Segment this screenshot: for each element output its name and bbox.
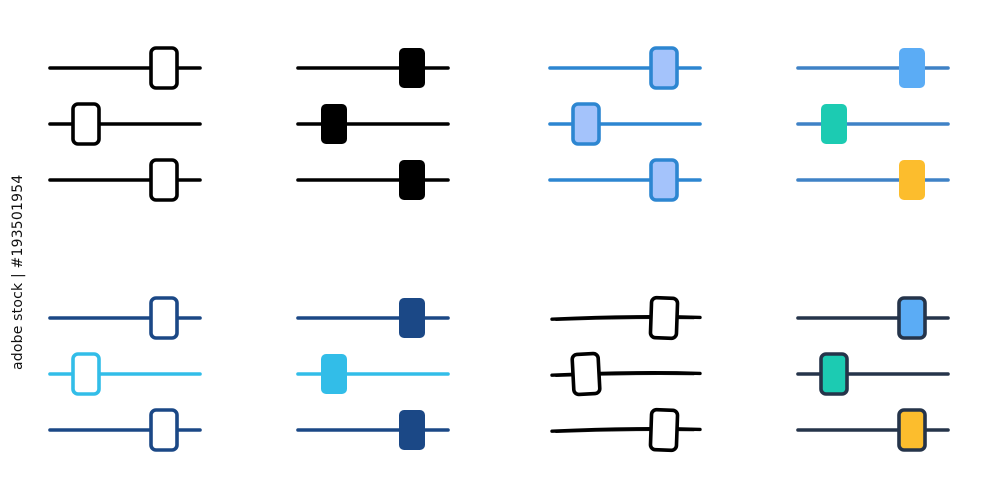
slider-handle: [149, 46, 179, 90]
slider-row: [296, 354, 450, 394]
slider-settings-icon-outline-black: [48, 46, 202, 202]
slider-track: [550, 315, 702, 321]
slider-row: [796, 408, 950, 452]
slider-handle: [648, 407, 680, 453]
slider-row: [548, 102, 702, 146]
slider-row: [550, 351, 702, 397]
slider-row: [796, 48, 950, 88]
slider-handle: [321, 104, 347, 144]
slider-handle: [899, 48, 925, 88]
slider-row: [296, 410, 450, 450]
slider-row: [48, 352, 202, 396]
slider-handle: [648, 295, 680, 341]
slider-handle: [149, 158, 179, 202]
slider-handle: [149, 408, 179, 452]
slider-handle: [821, 104, 847, 144]
slider-row: [796, 104, 950, 144]
slider-handle: [399, 160, 425, 200]
slider-handle: [399, 410, 425, 450]
slider-handle: [649, 158, 679, 202]
slider-handle: [399, 48, 425, 88]
slider-handle: [399, 298, 425, 338]
slider-row: [296, 104, 450, 144]
slider-handle: [321, 354, 347, 394]
slider-settings-icon-flat-color: [796, 48, 950, 200]
slider-track: [550, 371, 702, 377]
slider-track: [550, 427, 702, 433]
slider-row: [548, 158, 702, 202]
slider-row: [48, 102, 202, 146]
slider-settings-icon-outline-two-tone: [48, 296, 202, 452]
slider-row: [48, 296, 202, 340]
slider-handle: [819, 352, 849, 396]
slider-settings-icon-filled-outline-color: [796, 296, 950, 452]
slider-handle: [71, 352, 101, 396]
slider-row: [48, 46, 202, 90]
slider-settings-icon-blue-filled-outline: [548, 46, 702, 202]
slider-row: [550, 295, 702, 341]
slider-row: [296, 160, 450, 200]
slider-handle: [899, 160, 925, 200]
slider-settings-icon-solid-two-tone: [296, 298, 450, 450]
slider-settings-icon-solid-black: [296, 48, 450, 200]
slider-row: [548, 46, 702, 90]
stock-id-caption: adobe stock | #193501954: [10, 174, 26, 370]
slider-row: [796, 160, 950, 200]
slider-handle: [571, 102, 601, 146]
slider-handle: [649, 46, 679, 90]
slider-row: [796, 352, 950, 396]
slider-handle: [570, 351, 602, 397]
slider-handle: [897, 296, 927, 340]
slider-row: [48, 408, 202, 452]
slider-handle: [149, 296, 179, 340]
slider-handle: [71, 102, 101, 146]
slider-row: [550, 407, 702, 453]
slider-row: [48, 158, 202, 202]
slider-settings-icon-hand-drawn: [550, 295, 702, 453]
slider-row: [296, 298, 450, 338]
slider-row: [296, 48, 450, 88]
slider-handle: [897, 408, 927, 452]
slider-row: [796, 296, 950, 340]
